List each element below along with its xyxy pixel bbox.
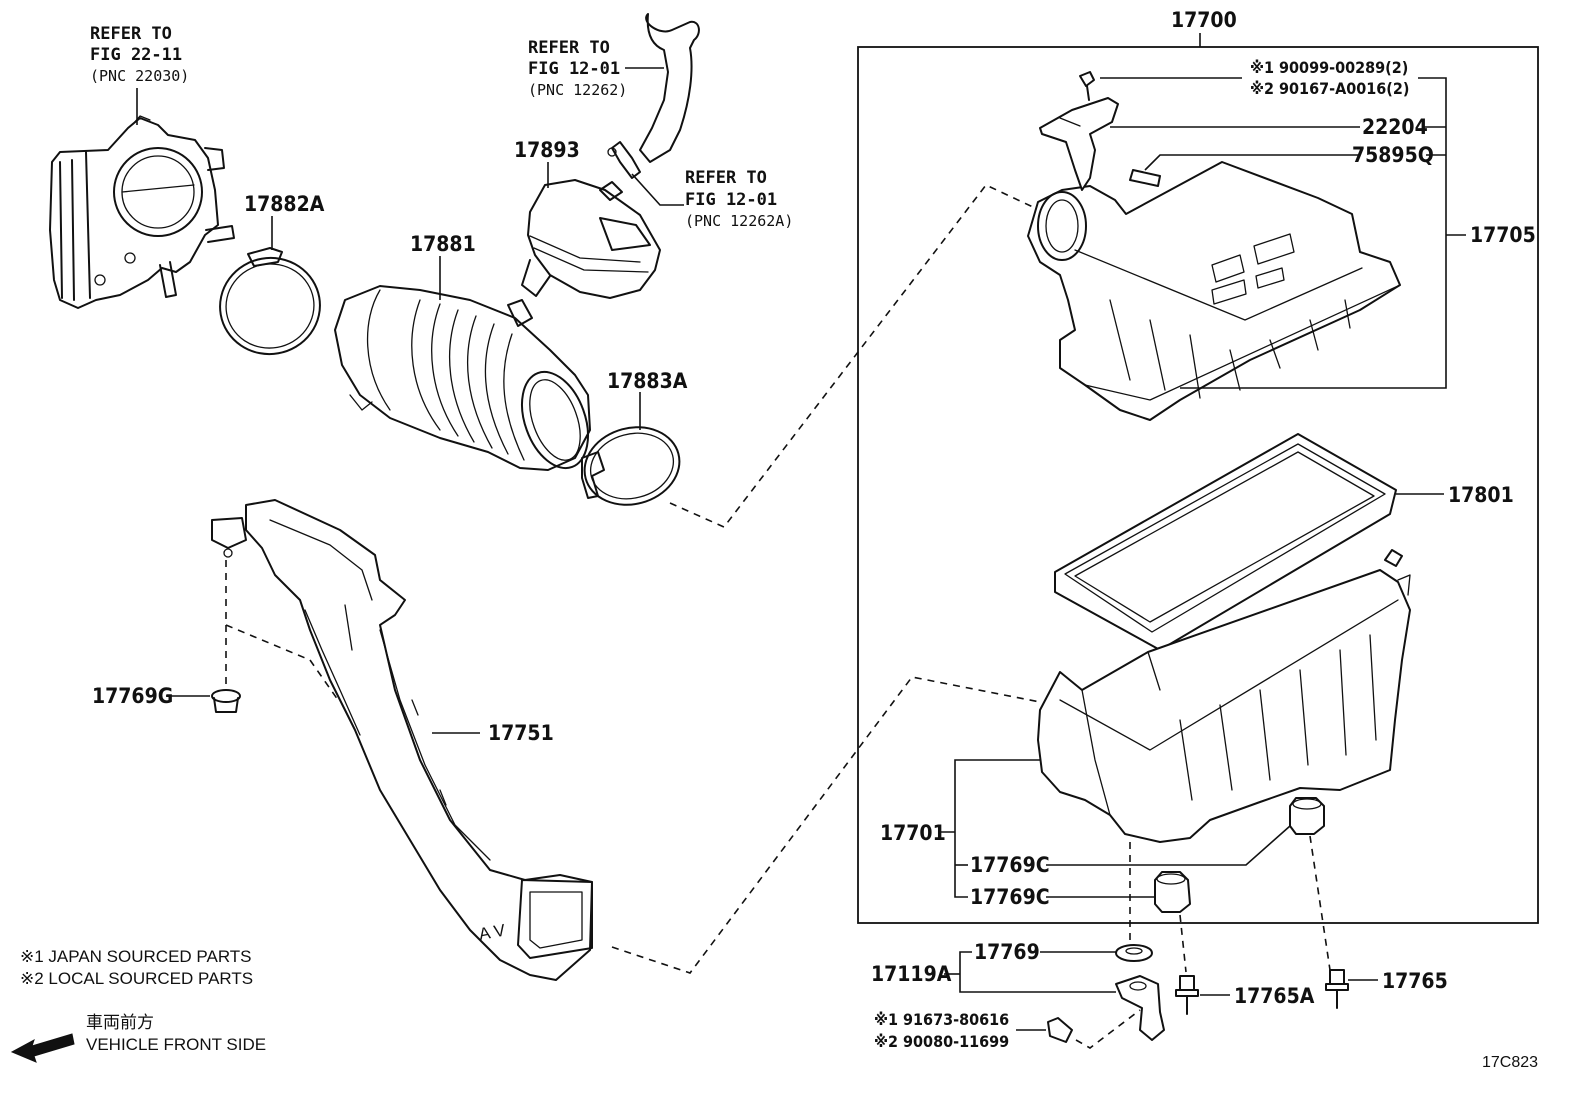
front-side-en: VEHICLE FRONT SIDE	[86, 1035, 266, 1054]
filter-17801-drawing	[1054, 433, 1444, 651]
case-17701-drawing	[1037, 549, 1411, 843]
vehicle-front-indicator: 車両前方 VEHICLE FRONT SIDE	[10, 1013, 266, 1063]
upper-hose-drawing	[607, 13, 700, 206]
figure-code: 17C823	[1482, 1054, 1538, 1071]
inlet-av-mark: A V	[477, 921, 507, 944]
note-local-sourced: ※2 LOCAL SOURCED PARTS	[20, 969, 253, 988]
throttle-ref-line1: REFER TO	[90, 24, 172, 44]
assembly-frame	[857, 33, 1539, 924]
arrow-left-icon	[10, 1033, 75, 1063]
label-17769: 17769	[974, 940, 1040, 964]
cap-17705-drawing	[1027, 161, 1401, 421]
hose-17881-drawing	[334, 256, 591, 471]
label-17893: 17893	[514, 138, 580, 162]
note-japan-sourced: ※1 JAPAN SOURCED PARTS	[20, 947, 252, 966]
throttle-reference: REFER TO FIG 22-11 (PNC 22030)	[90, 24, 189, 125]
label-17882a: 17882A	[244, 192, 325, 216]
label-17751: 17751	[488, 721, 554, 745]
clamp-17882a-drawing	[219, 216, 321, 356]
label-17705: 17705	[1470, 223, 1536, 247]
throttle-ref-line2: FIG 22-11	[90, 45, 182, 65]
label-17769g: 17769G	[92, 684, 173, 708]
air-inlet-17751-drawing: A V	[211, 499, 593, 981]
hose-ref-line1: REFER TO	[528, 38, 610, 58]
label-17700: 17700	[1171, 8, 1237, 32]
legend-notes: ※1 JAPAN SOURCED PARTS ※2 LOCAL SOURCED …	[20, 947, 253, 988]
sensor-22204-drawing	[1039, 71, 1360, 191]
label-17765: 17765	[1382, 969, 1448, 993]
part-number-screw-jp: ※1 90099-00289(2)	[1250, 58, 1408, 77]
connection-lines	[611, 184, 1041, 974]
label-17119a: 17119A	[871, 962, 952, 986]
label-17801: 17801	[1448, 483, 1514, 507]
resonator-17893-drawing	[521, 162, 661, 299]
label-75895q: 75895Q	[1352, 143, 1434, 167]
clip-ref-line1: REFER TO	[685, 168, 767, 188]
label-22204: 22204	[1362, 115, 1428, 139]
hose-ref-line2: FIG 12-01	[528, 59, 620, 79]
label-17883a: 17883A	[607, 369, 688, 393]
clip-ref-line3: (PNC 12262A)	[685, 212, 793, 230]
grommet-17769g-drawing	[166, 560, 339, 713]
cushion-17769c-drawing	[1046, 797, 1325, 913]
label-17701: 17701	[880, 821, 946, 845]
part-number-bolt-jp: ※1 91673-80616	[874, 1010, 1009, 1029]
lower-hardware-drawing	[944, 835, 1378, 1049]
clip-ref-line2: FIG 12-01	[685, 190, 777, 210]
clamp-17883a-drawing	[581, 392, 681, 506]
upper-hose-reference: REFER TO FIG 12-01 (PNC 12262)	[528, 38, 627, 99]
cap-bracket-lines	[1180, 77, 1466, 389]
label-17769c-1: 17769C	[970, 853, 1050, 877]
label-17769c-2: 17769C	[970, 885, 1050, 909]
throttle-ref-line3: (PNC 22030)	[90, 67, 189, 85]
hose-clip-reference: REFER TO FIG 12-01 (PNC 12262A)	[685, 168, 793, 230]
throttle-body-drawing	[49, 115, 235, 309]
case-bracket-lines	[938, 759, 1040, 898]
part-number-bolt-local: ※2 90080-11699	[874, 1032, 1009, 1051]
label-17881: 17881	[410, 232, 476, 256]
part-number-screw-local: ※2 90167-A0016(2)	[1250, 79, 1409, 98]
label-17765a: 17765A	[1234, 984, 1315, 1008]
hose-ref-line3: (PNC 12262)	[528, 81, 627, 99]
front-side-jp: 車両前方	[86, 1013, 154, 1032]
